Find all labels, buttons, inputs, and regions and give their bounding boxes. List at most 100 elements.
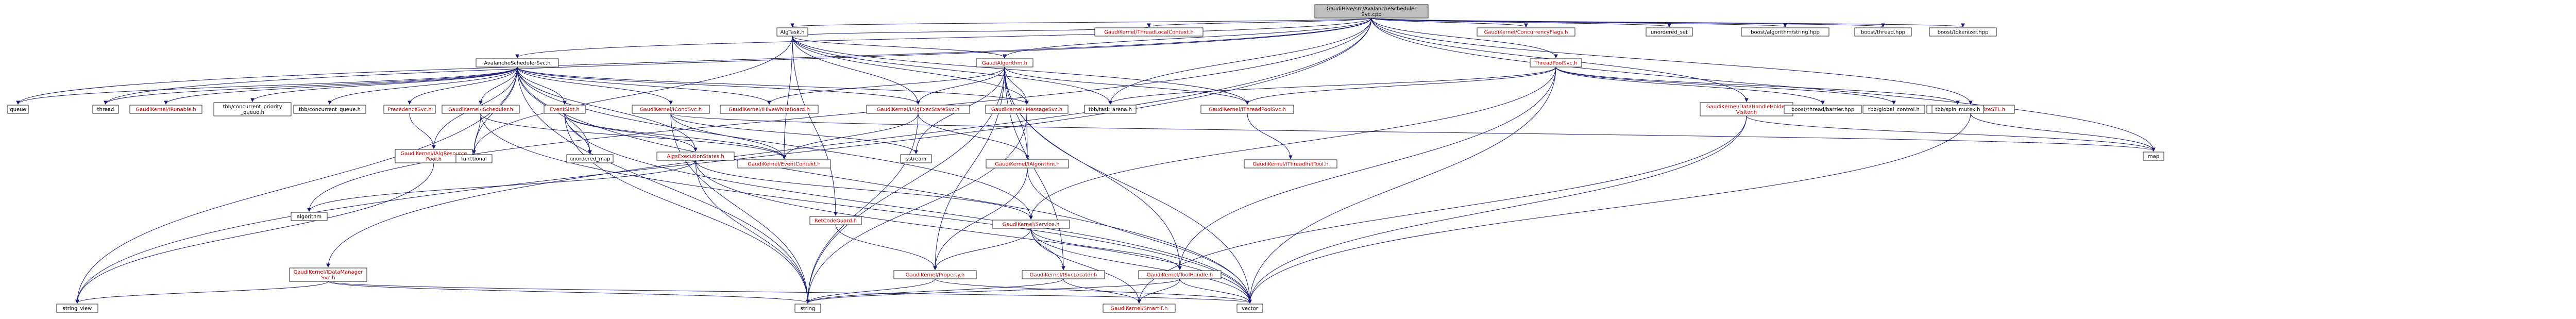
edge-arrowhead-precedencesvc-to-ialgresourcepool [432, 145, 436, 149]
edge-eventslot-to-algsexecstates [564, 113, 696, 152]
node-label: AlgsExecutionStates.h [667, 154, 724, 160]
node-precedencesvc[interactable]: PrecedenceSvc.h [383, 105, 436, 114]
edge-algtask-to-retcodeguard [792, 36, 836, 216]
node-box [893, 270, 977, 279]
edge-arrowhead-threadpoolsvc-to-tbb_task_arena [1108, 100, 1112, 105]
node-ischeduler[interactable]: GaudiKernel/IScheduler.h [442, 105, 520, 114]
node-concflags[interactable]: GaudiKernel/ConcurrencyFlags.h [1477, 27, 1575, 37]
node-box [1084, 105, 1137, 114]
edge-algtask-to-functional [473, 36, 793, 154]
edge-threadpoolsvc-to-toolhandle [1179, 66, 1556, 270]
edge-arrowhead-threadpoolsvc-to-tbb_spin_mutex [1956, 100, 1960, 105]
node-ialgorithm[interactable]: GaudiKernel/IAlgorithm.h [986, 159, 1069, 169]
edge-arrowhead-avasched-to-queue [16, 100, 20, 105]
edge-algtask-to-ithreadpoolsvc [792, 36, 1248, 105]
node-irunable[interactable]: GaudiKernel/IRunable.h [129, 105, 202, 114]
node-ihiveboard[interactable]: GaudiKernel/IHiveWhiteBoard.h [720, 105, 819, 114]
node-algtask[interactable]: AlgTask.h [776, 27, 808, 37]
edge-arrowhead-eventslot-to-algsexecstates [693, 147, 698, 152]
node-tbb_conc_prio: tbb/concurrent_priority_queue.h [213, 102, 292, 116]
edge-avasched-to-ischeduler [480, 66, 518, 105]
edge-ischeduler-to-vector [480, 113, 1250, 304]
edge-threadpoolsvc-to-tbb_spin_mutex [1555, 66, 1958, 105]
node-ithreadpoolsvc[interactable]: GaudiKernel/IThreadPoolSvc.h [1200, 105, 1294, 114]
edge-avasched-to-icondsvc [517, 66, 671, 105]
node-icondsvc[interactable]: GaudiKernel/ICondSvc.h [632, 105, 710, 114]
node-eventslot[interactable]: EventSlot.h [544, 105, 586, 114]
node-string: string [794, 304, 821, 313]
node-avasched[interactable]: AvalancheSchedulerSvc.h [476, 58, 559, 68]
edge-isvclocator-to-smartif [1063, 278, 1140, 304]
edge-arrowhead-toolhandle-to-string [806, 299, 810, 304]
node-toolhandle[interactable]: GaudiKernel/ToolHandle.h [1138, 270, 1222, 279]
edge-avasched-to-tbb_conc_prio [252, 66, 518, 102]
edge-datahandleholder-to-map [1746, 115, 2154, 152]
edge-property-to-vector [935, 278, 1250, 304]
node-box [1784, 105, 1862, 114]
node-threadlocalctx[interactable]: GaudiKernel/ThreadLocalContext.h [1094, 27, 1204, 37]
edge-ialgexecstate-to-eventcontext [784, 113, 919, 159]
edge-root-to-algorithm [309, 18, 1372, 212]
nodes-layer: GaudiHive/src/AvalancheSchedulerSvc.cppA… [7, 4, 2164, 313]
node-box [900, 154, 932, 163]
edge-root-to-threadlocalctx [1148, 18, 1372, 27]
edge-arrowhead-threadpoolsvc-to-ithreadpoolsvc [1245, 100, 1249, 105]
node-label: thread [97, 107, 114, 113]
edge-retcodeguard-to-property [835, 224, 936, 270]
edge-arrowhead-root-to-datahandleholder [1744, 98, 1749, 103]
node-label: GaudiAlgorithm.h [982, 61, 1027, 66]
node-unordered_map: unordered_map [566, 154, 614, 163]
edge-avasched-to-algsexecstates [517, 66, 696, 152]
edge-root-to-idatamanagersvc [328, 18, 1372, 267]
edge-arrowhead-root-to-idatamanagersvc [326, 263, 330, 268]
node-retcodeguard[interactable]: RetCodeGuard.h [809, 216, 862, 225]
node-box [809, 216, 862, 225]
node-box [1477, 27, 1575, 37]
edge-root-to-unordered_set [1371, 18, 1670, 27]
node-box [866, 105, 970, 114]
node-algsexecstates[interactable]: AlgsExecutionStates.h [656, 152, 735, 161]
node-label: RetCodeGuard.h [815, 219, 857, 224]
node-box [1236, 304, 1263, 313]
node-label: GaudiKernel/Service.h [1003, 222, 1060, 228]
node-label: tbb/spin_mutex.h [1935, 107, 1980, 113]
node-ialgexecstate[interactable]: GaudiKernel/IAlgExecStateSvc.h [866, 105, 970, 114]
node-box [1103, 304, 1176, 313]
node-box [1094, 27, 1204, 37]
node-root[interactable]: GaudiHive/src/AvalancheSchedulerSvc.cpp [1314, 4, 1429, 19]
node-gaudialgorithm[interactable]: GaudiAlgorithm.h [976, 58, 1033, 68]
node-label: Svc.cpp [1361, 12, 1381, 18]
edge-service-to-smartif [1030, 228, 1140, 304]
node-box [544, 105, 586, 114]
node-label: map [2148, 154, 2159, 160]
edge-arrowhead-threadpoolsvc-to-tbb_global_control [1892, 100, 1896, 105]
node-service[interactable]: GaudiKernel/Service.h [992, 220, 1070, 229]
node-property[interactable]: GaudiKernel/Property.h [893, 270, 977, 279]
edge-arrowhead-gaudialgorithm-to-imessagesvc [1025, 100, 1029, 105]
node-ithreadinittool[interactable]: GaudiKernel/IThreadInitTool.h [1244, 159, 1337, 169]
edge-eventslot-to-eventcontext [564, 113, 785, 159]
edge-arrowhead-avasched-to-tbb_conc_queue [328, 100, 332, 105]
node-eventcontext[interactable]: GaudiKernel/EventContext.h [737, 159, 831, 169]
edge-algsexecstates-to-service [695, 160, 1031, 220]
edge-avasched-to-imessagesvc [517, 66, 1027, 105]
node-label: ThreadPoolSvc.h [1534, 61, 1578, 66]
edge-arrowhead-toolhandle-to-vector [1248, 299, 1252, 304]
node-smartif[interactable]: GaudiKernel/SmartIF.h [1103, 304, 1176, 313]
edge-root-to-thread [105, 18, 1372, 105]
node-isvclocator[interactable]: GaudiKernel/ISvcLocator.h [1022, 270, 1105, 279]
edge-ialgorithm-to-vector [1027, 167, 1250, 304]
edge-icondsvc-to-map [670, 113, 2154, 152]
node-label: GaudiKernel/IThreadPoolSvc.h [1209, 107, 1286, 113]
edge-arrowhead-threadpoolsvc-to-boost_barrier [1821, 100, 1825, 105]
node-imessagesvc[interactable]: GaudiKernel/IMessageSvc.h [985, 105, 1069, 114]
node-box [476, 58, 559, 68]
node-label: unordered_set [1651, 30, 1688, 36]
node-sstream: sstream [900, 154, 932, 163]
node-label: _queue.h [240, 110, 264, 115]
node-threadpoolsvc[interactable]: ThreadPoolSvc.h [1530, 58, 1582, 68]
edge-avasched-to-irunable [165, 66, 518, 105]
edge-algtask-to-gaudialgorithm [792, 36, 1005, 58]
